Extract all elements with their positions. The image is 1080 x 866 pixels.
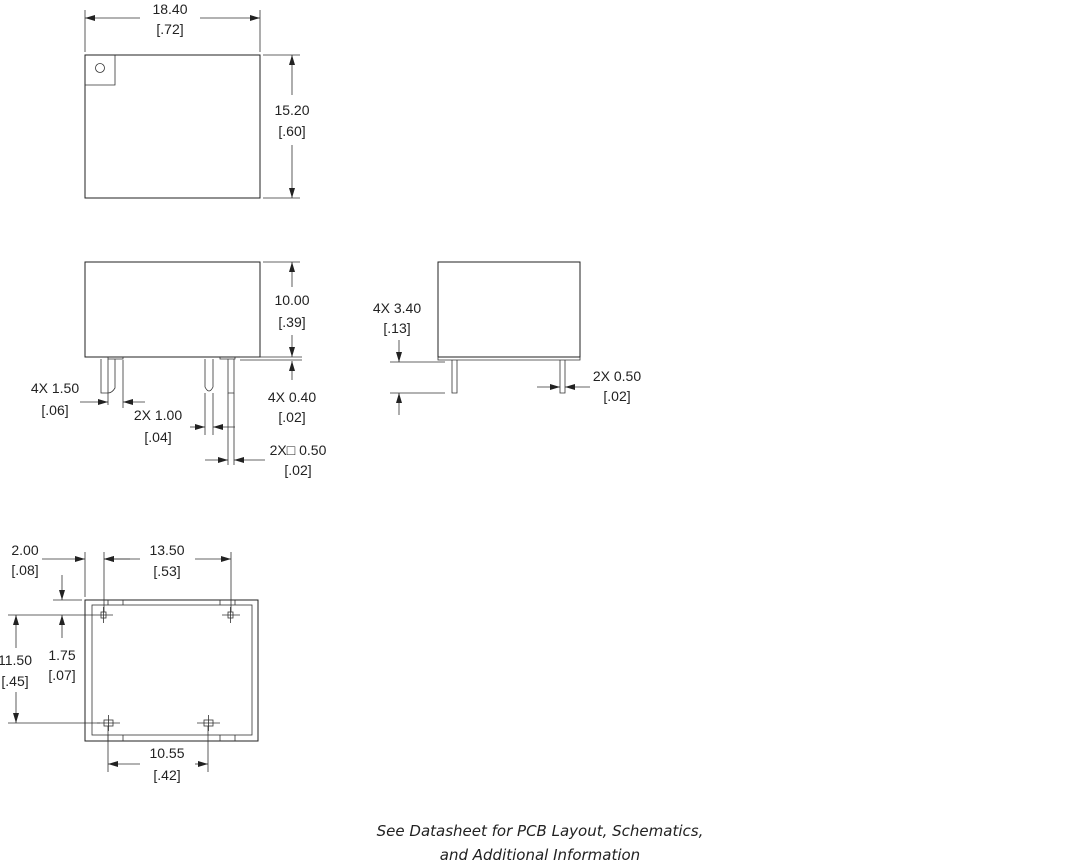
edge-offset-dim: 2.00 <box>11 542 38 558</box>
side-body-outline <box>437 261 581 358</box>
standoff-dim: 4X 0.40 <box>268 389 316 405</box>
bottom-inner-outline <box>91 604 253 736</box>
pin1-marker-box <box>85 55 116 86</box>
square-pin-dim-in: [.02] <box>284 462 311 478</box>
side-pins <box>451 360 566 394</box>
top-height-in: [.60] <box>278 123 305 139</box>
bottom-body-outline <box>84 599 259 742</box>
round-pin-dim-in: [.04] <box>144 429 171 445</box>
row-offset-dim: 1.75 <box>48 647 75 663</box>
pad-holes <box>95 607 240 731</box>
front-height-in: [.39] <box>278 314 305 330</box>
top-pitch-dim: 13.50 <box>149 542 184 558</box>
square-pin <box>227 359 235 394</box>
bottom-pitch-dim-in: [.42] <box>153 767 180 783</box>
bottom-pitch-dim: 10.55 <box>149 745 184 761</box>
left-pin <box>100 359 116 394</box>
edge-offset-dim-in: [.08] <box>11 562 38 578</box>
footer-note-line1: See Datasheet for PCB Layout, Schematics… <box>377 822 704 840</box>
front-view: 10.00 [.39] 4X 0.40 [.02] 4X 1.50 [.06] … <box>31 261 327 478</box>
standoff-dim-in: [.02] <box>278 409 305 425</box>
top-pitch-dim-in: [.53] <box>153 563 180 579</box>
pin-length-dim: 4X 3.40 <box>373 300 421 316</box>
top-body-outline <box>84 54 261 199</box>
round-pin <box>204 359 214 392</box>
bottom-view: 2.00 [.08] 13.50 [.53] 1.75 [.07] 11.50 … <box>0 542 259 783</box>
pin-width-dim-in: [.02] <box>603 388 630 404</box>
top-width-in: [.72] <box>156 21 183 37</box>
round-pin-dim: 2X 1.00 <box>134 407 182 423</box>
front-body-outline <box>84 261 261 358</box>
top-view: 18.40 [.72] 15.20 [.60] <box>84 1 310 199</box>
top-height-mm: 15.20 <box>274 102 309 118</box>
row-offset-dim-in: [.07] <box>48 667 75 683</box>
side-view: 4X 3.40 [.13] 2X 0.50 [.02] <box>373 261 641 415</box>
row-pitch-dim-in: [.45] <box>1 673 28 689</box>
pin-length-dim-in: [.13] <box>383 320 410 336</box>
pin-pitch-dim: 4X 1.50 <box>31 380 79 396</box>
row-pitch-dim: 11.50 <box>0 652 32 668</box>
pin1-circle-icon <box>95 63 105 73</box>
top-width-mm: 18.40 <box>152 1 187 17</box>
pin-pitch-dim-in: [.06] <box>41 402 68 418</box>
square-pin-dim: 2X□ 0.50 <box>270 442 327 458</box>
footer-note-line2: and Additional Information <box>440 846 640 864</box>
front-height-mm: 10.00 <box>274 292 309 308</box>
pin-width-dim: 2X 0.50 <box>593 368 641 384</box>
